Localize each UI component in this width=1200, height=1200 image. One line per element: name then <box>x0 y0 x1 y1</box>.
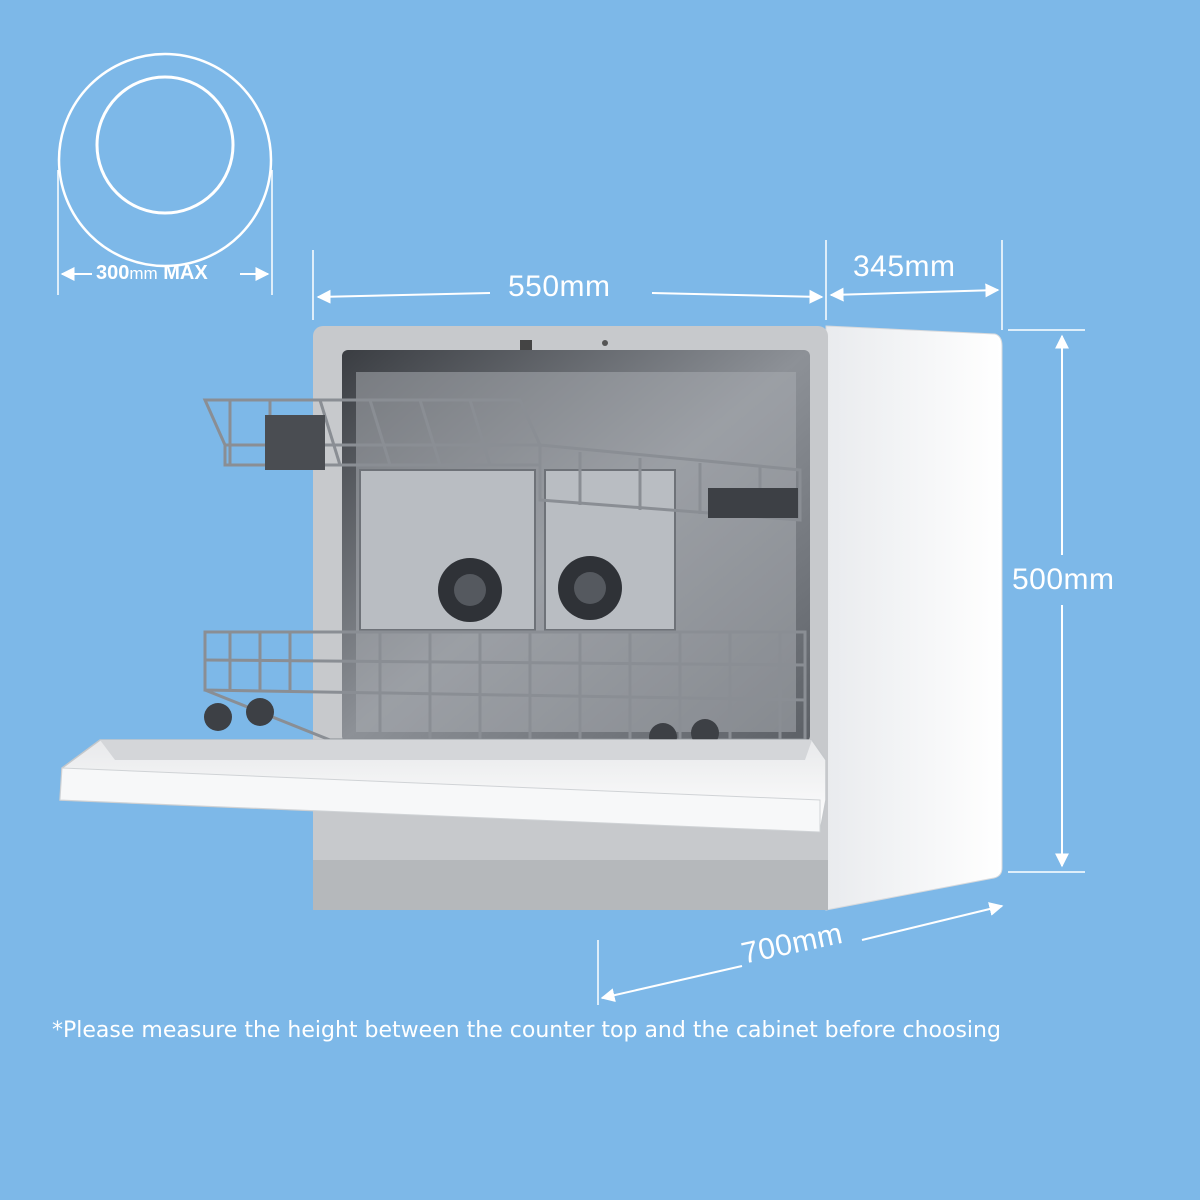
plate-size-label: 300mm MAX <box>96 262 208 285</box>
plate-icon <box>57 52 273 295</box>
height-label: 500mm <box>1012 563 1115 596</box>
footnote: *Please measure the height between the c… <box>52 1018 1001 1043</box>
dimension-lines <box>312 240 1085 1005</box>
plate-size-value: 300 <box>96 262 130 284</box>
width-label: 550mm <box>508 270 611 303</box>
depth-label: 345mm <box>853 250 956 283</box>
plate-size-unit: mm <box>129 264 158 283</box>
dishwasher-illustration <box>59 325 1003 911</box>
plate-size-suffix: MAX <box>157 262 208 284</box>
